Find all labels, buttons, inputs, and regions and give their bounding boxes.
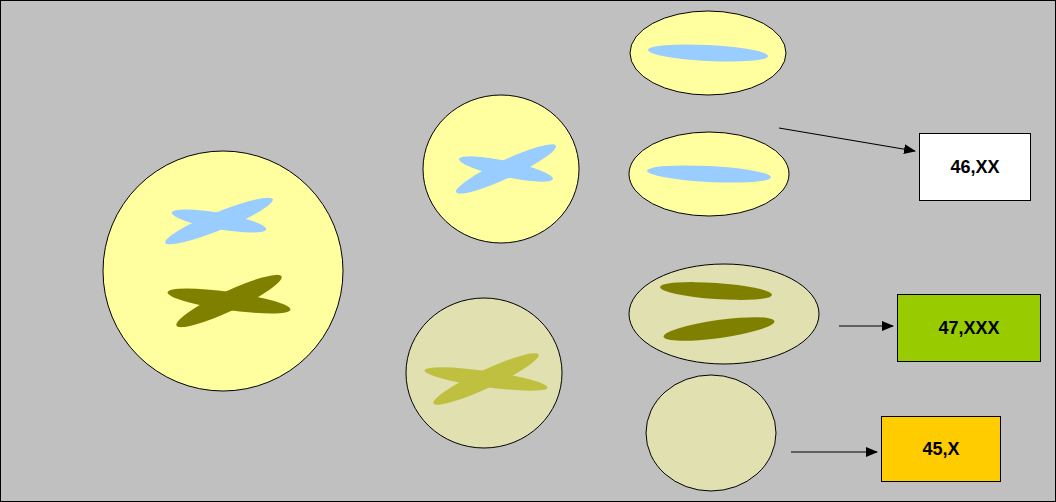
x-chromosome-blue: [162, 191, 276, 251]
chromatid-olive: [660, 279, 773, 303]
karyotype-box: 46,XX: [919, 133, 1031, 201]
daughter-cell: [406, 298, 562, 448]
chromatid-olive: [662, 312, 775, 345]
gamete-cell: [629, 132, 789, 216]
chromatid-blue: [647, 163, 772, 185]
karyotype-box: 45,X: [881, 416, 1001, 482]
chromatid-blue: [648, 42, 769, 64]
x-chromosome-blue: [452, 138, 559, 201]
gamete-cell: [630, 11, 786, 95]
gamete-cell: [646, 375, 776, 491]
daughter-cell: [423, 95, 579, 243]
gamete-cell: [629, 264, 819, 364]
x-chromosome-olive: [166, 267, 291, 334]
karyotype-label: 46,XX: [950, 157, 999, 178]
karyotype-label: 45,X: [922, 439, 959, 460]
leader-arrow: [779, 128, 915, 151]
x-chromosome-light-olive: [423, 346, 548, 411]
leader-arrow: [839, 325, 893, 326]
karyotype-box: 47,XXX: [897, 294, 1041, 362]
leader-arrow: [791, 451, 877, 452]
karyotype-label: 47,XXX: [938, 318, 999, 339]
parent-cell: [103, 151, 343, 391]
